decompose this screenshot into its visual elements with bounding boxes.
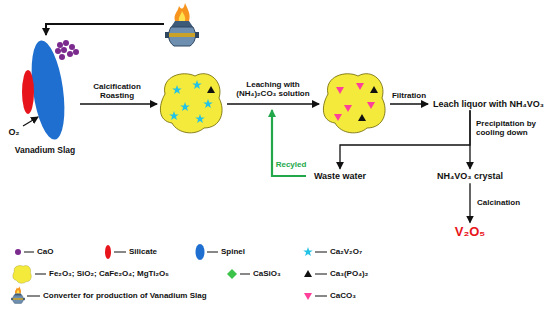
leach-residue-illustration (367, 102, 375, 109)
legend-text: CaO (37, 248, 53, 257)
process-stream: NH₄VO₃ crystal (435, 170, 505, 182)
legend-text: Spinel (221, 248, 245, 257)
step-label: Calcination (476, 198, 521, 207)
legend-text: Ca₃(PO₄)₂ (330, 270, 368, 279)
converter-icon (165, 3, 199, 46)
roasted-slag-illustration (172, 85, 182, 94)
vanadium-slag-illustration (57, 42, 63, 48)
legend-symbols (304, 293, 312, 300)
vanadium-slag-illustration (55, 48, 61, 54)
legend-text: Ca₂V₂O₇ (330, 248, 362, 257)
legend-symbols (27, 296, 40, 297)
vanadium-slag-illustration (67, 51, 73, 57)
recycle-arrow (272, 110, 306, 176)
leach-residue-illustration (334, 114, 342, 121)
legend-symbols (207, 252, 218, 253)
vanadium-slag-illustration (73, 49, 79, 55)
chemical-label: O₂ (9, 127, 20, 137)
legend-symbols (15, 249, 21, 255)
legend-symbols (240, 274, 250, 275)
process-arrow (80, 103, 157, 104)
node-text: V₂O₅ (455, 225, 486, 240)
leach-residue-illustration (323, 74, 385, 133)
leach-residue-illustration (356, 83, 364, 90)
legend-symbols (11, 286, 25, 303)
legend-text: Converter for production of Vanadium Sla… (43, 292, 207, 301)
node-text: Waste water (314, 171, 366, 181)
step-label: Precipitation by cooling down (476, 119, 546, 137)
node-text: Leach liquor with NH₄VO₃ (433, 99, 544, 109)
vanadium-slag-illustration (69, 44, 75, 50)
feed-arrow (46, 24, 164, 35)
process-arrow (390, 103, 428, 104)
converter-icon (165, 3, 199, 46)
vanadium-slag-illustration (22, 38, 79, 141)
leach-residue-illustration (344, 105, 352, 112)
legend-symbols (315, 274, 327, 275)
flow-arrow (340, 110, 470, 169)
recycle-label: Recyled (276, 160, 307, 169)
legend-symbols (315, 296, 327, 297)
flow-arrow (469, 110, 470, 169)
leach-residue-illustration (358, 114, 366, 121)
material-label: Vanadium Slag (13, 145, 77, 157)
vanadium-slag-illustration (61, 47, 67, 53)
legend-text: Fe₂O₃; SiO₂; CaFe₂O₄; MgTi₂O₅ (49, 270, 169, 279)
legend-symbols (13, 266, 31, 284)
product-label: V₂O₅ (453, 224, 488, 241)
node-text: Vanadium Slag (15, 146, 75, 156)
roasted-slag-illustration (207, 86, 215, 93)
process-stream: Leach liquor with NH₄VO₃ (431, 98, 546, 110)
oxygen-arrow (23, 117, 38, 126)
step-label: Filtration (392, 91, 426, 100)
legend-symbols (315, 252, 327, 253)
roasted-slag-illustration (160, 74, 222, 133)
vanadium-slag-illustration (22, 70, 34, 114)
process-arrow (227, 103, 319, 104)
roasted-slag-illustration (195, 114, 205, 123)
roasted-slag-illustration (180, 102, 190, 111)
legend-symbols (227, 269, 237, 279)
leach-residue-illustration (370, 86, 378, 93)
legend-symbols (114, 252, 126, 253)
legend-symbols (304, 270, 312, 277)
legend-symbols (11, 244, 327, 303)
legend-text: CaCO₃ (330, 292, 356, 301)
step-label: Leaching with (NH₄)₂CO₃ solution (229, 80, 317, 98)
roasted-slag-illustration (203, 99, 213, 108)
legend-symbols (196, 244, 205, 260)
roasted-slag-illustration (192, 80, 202, 89)
leach-residue-illustration (323, 74, 385, 133)
legend-symbols (35, 274, 46, 275)
roasted-slag-illustration (169, 111, 179, 120)
roasted-slag-illustration (160, 74, 222, 133)
step-label: Calcification Roasting (86, 82, 148, 100)
legend-symbols (24, 252, 34, 253)
flow-arrow (469, 183, 470, 222)
legend-text: Silicate (129, 248, 157, 257)
leach-residue-illustration (336, 87, 344, 94)
vanadium-slag-illustration (63, 40, 69, 46)
legend-symbols (303, 247, 313, 256)
process-stream: Waste water (312, 170, 368, 182)
node-text: NH₄VO₃ crystal (437, 171, 503, 181)
vanadium-slag-illustration (59, 54, 65, 60)
legend-text: CaSiO₃ (253, 270, 281, 279)
legend-symbols (105, 245, 111, 259)
